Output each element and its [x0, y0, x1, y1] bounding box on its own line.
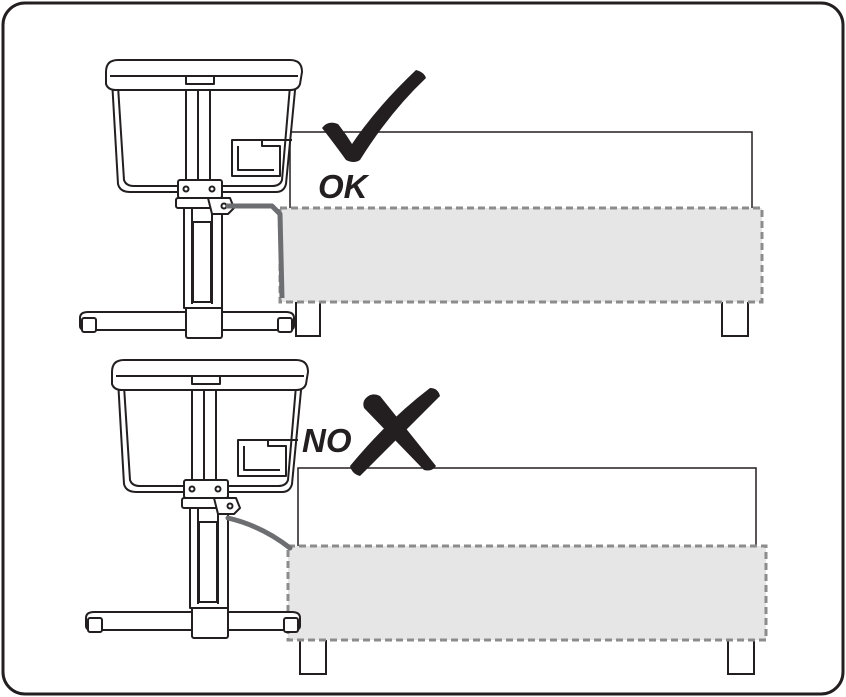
bed-mattress-outline: [297, 467, 757, 549]
ok-label: OK: [318, 168, 370, 205]
cross-icon: [350, 388, 440, 476]
attachment-strap: [225, 515, 293, 551]
bed-foot-right: [727, 637, 755, 675]
attachment-strap: [226, 203, 285, 299]
checkmark-icon: [322, 70, 426, 162]
bed-base-dashed: [286, 544, 768, 642]
no-label: NO: [302, 422, 352, 459]
incorrect-setup-panel: NO: [85, 359, 768, 675]
bed-foot-left: [299, 637, 327, 675]
bed-foot-right: [721, 299, 749, 337]
bed-foot-left: [295, 299, 321, 337]
bed-base-dashed: [278, 206, 764, 304]
correct-setup-panel: OK: [79, 59, 764, 339]
